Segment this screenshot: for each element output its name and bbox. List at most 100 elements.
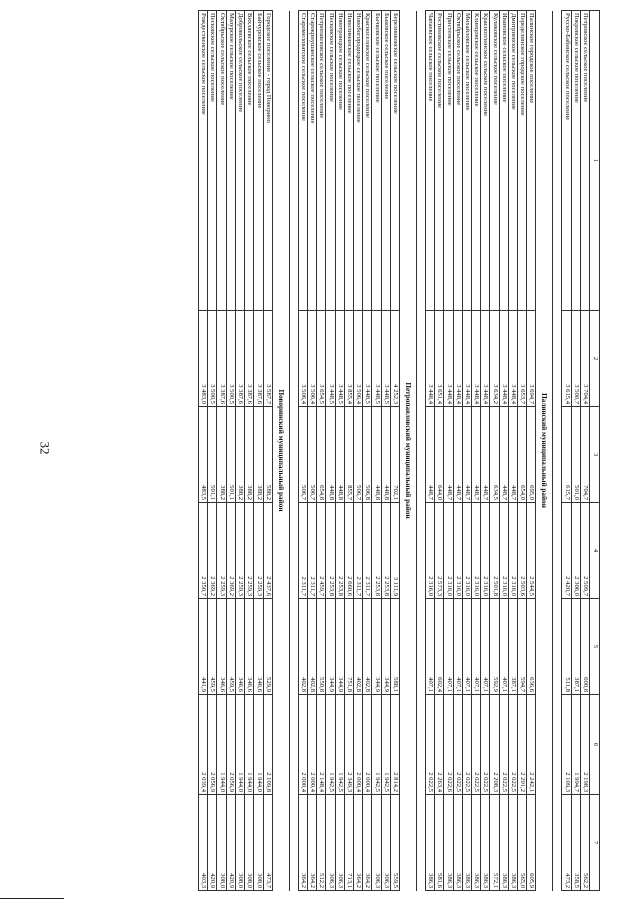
value-cell: 386,3 (425, 794, 435, 891)
value-cell: 3 694,7 (526, 310, 536, 407)
settlement-name-cell: Палинское городское поселение (526, 10, 536, 311)
value-cell: 1 942,5 (335, 694, 345, 795)
value-cell: 2 022,5 (499, 694, 509, 795)
value-cell: 2 316,0 (453, 502, 463, 599)
settlement-name-cell: Старомеловатское сельское поселение (298, 10, 308, 311)
settlement-name-cell: Добровольское сельское поселение (235, 10, 245, 311)
value-cell: 3 483,0 (198, 310, 208, 407)
settlement-name-cell: Покровское сельское поселение (571, 10, 581, 311)
value-cell: 2 039,4 (198, 694, 208, 795)
value-cell: 588,1 (390, 598, 400, 695)
value-cell: 3 500,5 (226, 310, 236, 407)
value-cell: 2 814,2 (390, 694, 400, 795)
group-spacer (289, 10, 299, 891)
value-cell: 387,1 (571, 598, 581, 695)
value-cell: 402,8 (353, 598, 363, 695)
value-cell: 506,7 (298, 406, 308, 503)
value-cell: 2 311,7 (353, 502, 363, 599)
settlement-name-cell: Старокриушанское сельское поселение (307, 10, 317, 311)
spacer-cell (416, 10, 426, 891)
value-cell: 407,1 (443, 598, 454, 695)
value-cell: 3 448,5 (381, 310, 391, 407)
value-cell: 448,8 (371, 406, 382, 503)
value-cell: 2 316,0 (443, 502, 454, 599)
value-cell: 448,7 (499, 406, 509, 503)
value-cell: 364,2 (362, 794, 372, 891)
value-cell: 2 259,3 (235, 502, 245, 599)
value-cell: 388,2 (253, 406, 264, 503)
value-cell: 2 201,2 (517, 694, 527, 795)
value-cell: 388,2 (235, 406, 245, 503)
value-cell: 3 653,7 (517, 310, 527, 407)
value-cell: 562,2 (580, 794, 590, 891)
value-cell: 473,2 (561, 794, 572, 891)
value-cell: 506,7 (307, 406, 317, 503)
value-cell: 511,8 (561, 598, 572, 695)
value-cell: 695,0 (526, 406, 536, 503)
value-cell: 308,0 (217, 794, 227, 891)
value-cell: 308,0 (244, 794, 254, 891)
settlement-name-cell: Новотроицкое сельское поселение (335, 10, 345, 311)
value-cell: 1 944,0 (235, 694, 245, 795)
value-cell: 3 448,5 (325, 310, 336, 407)
value-cell: 3 500,5 (207, 310, 217, 407)
value-cell: 559,5 (390, 794, 400, 891)
value-cell: 3 654,5 (316, 310, 326, 407)
value-cell: 501,0 (571, 406, 581, 503)
settlement-name-cell: Петровское сельское поселение (580, 10, 590, 311)
value-cell: 3 587,7 (263, 310, 273, 407)
value-cell: 550,8 (316, 598, 326, 695)
value-cell: 308,0 (253, 794, 264, 891)
value-cell: 3 448,5 (335, 310, 345, 407)
value-cell: 306,3 (325, 794, 336, 891)
value-cell: 344,9 (371, 598, 382, 695)
value-cell: 1 944,0 (253, 694, 264, 795)
value-cell: 1 942,5 (325, 694, 336, 795)
value-cell: 3 448,4 (453, 310, 463, 407)
value-cell: 407,1 (462, 598, 472, 695)
value-cell: 2 501,8 (489, 502, 500, 599)
value-cell: 358,5 (571, 794, 581, 891)
value-cell: 344,9 (381, 598, 391, 695)
value-cell: 2 000,4 (362, 694, 372, 795)
value-cell: 512,2 (316, 794, 326, 891)
column-header-1: 1 (589, 10, 600, 311)
value-cell: 506,7 (353, 406, 363, 503)
section-title: Палинский муниципальный район (535, 10, 553, 891)
value-cell: 403,3 (198, 794, 208, 891)
value-cell: 2 253,8 (335, 502, 345, 599)
value-cell: 344,9 (335, 598, 345, 695)
value-cell: 364,2 (298, 794, 308, 891)
settlement-name-cell: Быковское сельское поселение (381, 10, 391, 311)
value-cell: 529,9 (263, 598, 273, 695)
value-cell: 2 198,3 (580, 694, 590, 795)
value-cell: 581,6 (434, 794, 444, 891)
value-cell: 2 316,0 (480, 502, 490, 599)
value-cell: 594,7 (517, 598, 527, 695)
settlement-name-cell: Березниковское сельское поселение (390, 10, 400, 311)
value-cell: 364,2 (353, 794, 363, 891)
value-cell: 2 253,8 (325, 502, 336, 599)
settlement-name-cell: Петропавловское сельское поселение (316, 10, 326, 311)
value-cell: 448,7 (508, 406, 518, 503)
value-cell: 388,2 (244, 406, 254, 503)
settlement-name-cell: Русско-Бабинское сельское поселение (561, 10, 572, 311)
value-cell: 2 000,4 (298, 694, 308, 795)
value-cell: 388,2 (217, 406, 227, 503)
group-spacer (416, 10, 426, 891)
settlement-name-cell: Бычковское сельское поселение (371, 10, 382, 311)
